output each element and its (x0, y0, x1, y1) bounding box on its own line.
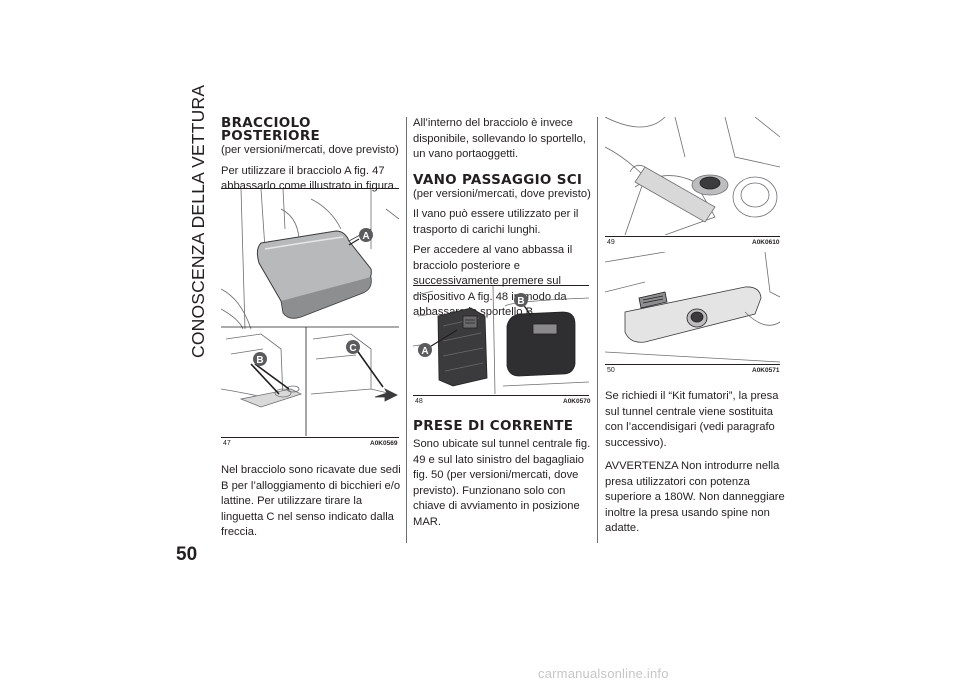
availability-note: (per versioni/mercati, dove previsto) (221, 144, 399, 156)
column-3-lower: Se richiedi il “Kit fumatori”, la presa … (605, 389, 785, 537)
figure-number: 47 (223, 440, 231, 447)
section-heading: PRESE DI CORRENTE (413, 418, 574, 434)
section-heading: BRACCIOLO POSTERIORE (221, 115, 399, 144)
column-1: BRACCIOLO POSTERIORE (per versioni/merca… (221, 115, 399, 195)
availability-note: (per versioni/mercati, dove previsto) (413, 187, 591, 200)
heading-line: BRACCIOLO (221, 115, 311, 131)
warning-paragraph: AVVERTENZA Non introdurre nella presa ut… (605, 460, 785, 534)
figure-49-illustration (605, 117, 780, 235)
paragraph: Per utilizzare il bracciolo A fig. 47 ab… (221, 164, 397, 193)
section-heading: VANO PASSAGGIO SCI (413, 171, 583, 188)
paragraph: Il vano può essere utilizzato per il tra… (413, 208, 579, 236)
figure-48-illustration: A B (413, 286, 589, 394)
figure-label-B: B (517, 296, 524, 307)
figure-bottom-rule (605, 236, 780, 237)
heading-line: POSTERIORE (221, 128, 321, 144)
figure-number: 48 (415, 398, 423, 405)
paragraph: Se richiedi il “Kit fumatori”, la presa … (605, 390, 779, 449)
figure-47-illustration: A B C (221, 189, 399, 436)
column-divider (406, 117, 407, 543)
paragraph: Sono ubicate sul tunnel centrale fig. 49… (413, 438, 591, 528)
column-divider (597, 117, 598, 543)
figure-label-C: C (349, 343, 356, 354)
figure-label-A: A (362, 231, 369, 242)
column-2-lower: PRESE DI CORRENTE Sono ubicate sul tunne… (413, 418, 593, 530)
column-2: All’interno del bracciolo è invece dispo… (413, 116, 591, 321)
figure-bottom-rule (221, 437, 399, 438)
figure-number: 49 (607, 239, 615, 246)
paragraph: Nel bracciolo sono ricavate due sedi B p… (221, 464, 401, 538)
figure-label-B: B (256, 355, 263, 366)
figure-top-rule (413, 285, 589, 286)
figure-code: A0K0610 (752, 239, 780, 246)
figure-bottom-rule (413, 395, 589, 396)
figure-bottom-rule (605, 364, 780, 365)
figure-code: A0K0570 (563, 398, 591, 405)
figure-top-rule (221, 188, 399, 189)
section-side-title: CONOSCENZA DELLA VETTURA (188, 84, 208, 358)
page-number: 50 (176, 544, 198, 565)
figure-number: 50 (607, 367, 615, 374)
column-1-lower: Nel bracciolo sono ricavate due sedi B p… (221, 463, 401, 541)
figure-label-A: A (421, 346, 428, 357)
figure-code: A0K0571 (752, 367, 780, 374)
figure-code: A0K0569 (370, 440, 398, 447)
figure-50-illustration (605, 252, 780, 364)
watermark-footer: carmanualsonline.info (538, 666, 669, 681)
paragraph: All’interno del bracciolo è invece dispo… (413, 117, 586, 160)
